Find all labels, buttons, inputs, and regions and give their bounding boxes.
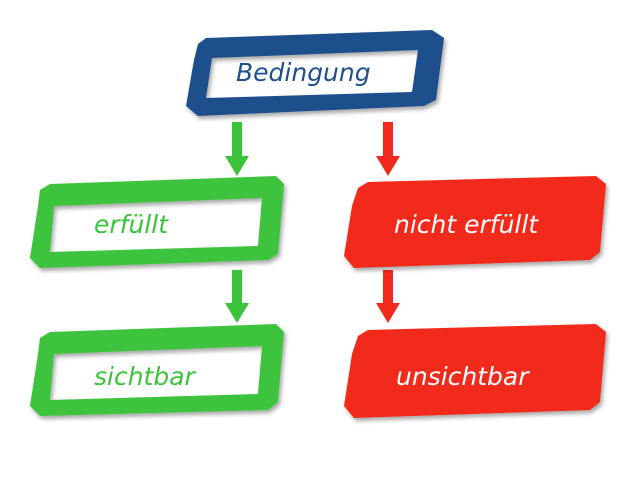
node-visible-box	[30, 324, 284, 416]
node-visible-label: sichtbar	[94, 362, 195, 391]
arrow-fulfilled-to-visible	[225, 270, 249, 323]
node-not-fulfilled-label: nicht erfüllt	[394, 210, 539, 239]
arrow-not-fulfilled-to-invisible	[376, 270, 400, 323]
node-not-fulfilled-box	[344, 176, 606, 268]
node-condition-box	[186, 30, 444, 116]
node-invisible-label: unsichtbar	[396, 362, 529, 391]
node-condition-label: Bedingung	[236, 58, 371, 87]
node-fulfilled-label: erfüllt	[94, 210, 168, 239]
arrow-condition-to-not-fulfilled	[376, 122, 400, 176]
node-fulfilled-box	[30, 176, 284, 268]
node-invisible-box	[344, 324, 606, 418]
arrow-condition-to-fulfilled	[225, 122, 249, 176]
